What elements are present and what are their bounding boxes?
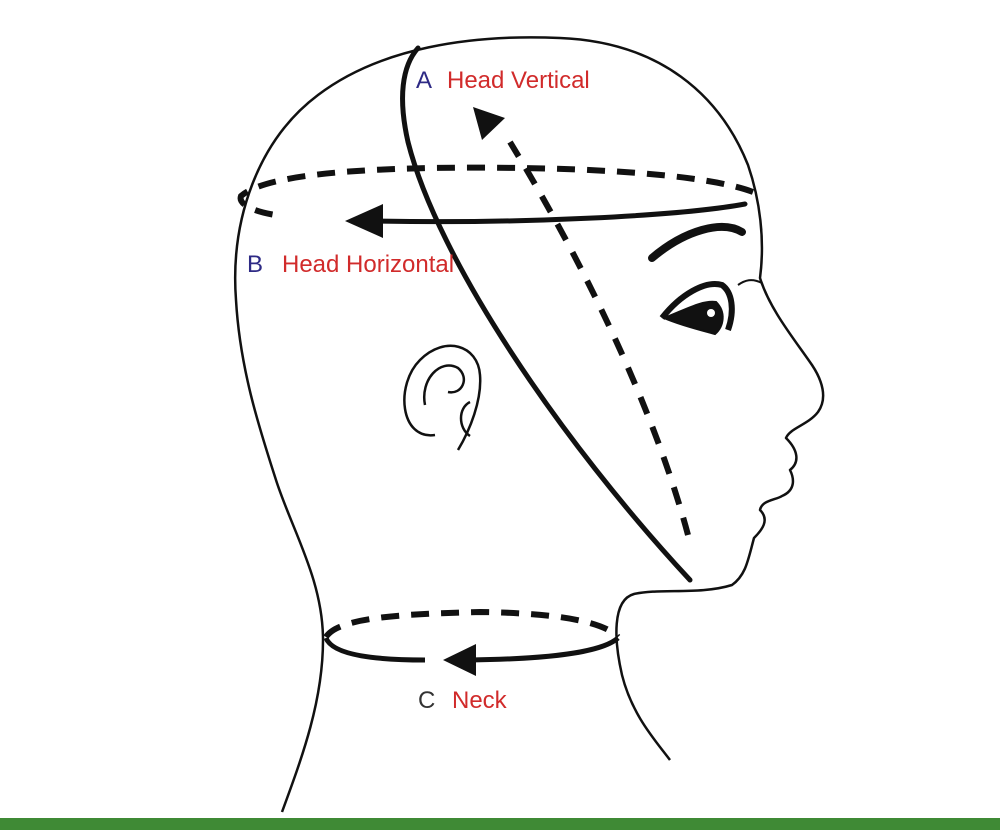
head-vertical-solid-line (400, 45, 693, 583)
ear-outer (403, 344, 482, 451)
ear-inner (422, 364, 466, 406)
footer-bar (0, 818, 1000, 830)
neck-dashed-line (323, 608, 621, 640)
label-b-letter: B (247, 251, 263, 278)
eyebrow (648, 223, 746, 262)
head-vertical-dashed-line (507, 140, 691, 536)
neck-arrowhead (443, 644, 476, 676)
label-c-letter: C (418, 687, 435, 714)
eye (661, 300, 724, 336)
head-horizontal-solid-line (372, 201, 748, 225)
head-outline (234, 36, 825, 813)
label-b-text: Head Horizontal (282, 251, 454, 278)
neck-solid-line (323, 636, 620, 663)
eye-upper-lid (659, 281, 735, 331)
label-c-text: Neck (452, 687, 508, 714)
ear-lobe (459, 400, 471, 438)
eyelash (737, 279, 763, 286)
label-a-letter: A (416, 67, 432, 94)
head-vertical-arrowhead (473, 107, 505, 140)
label-a-text: Head Vertical (447, 67, 590, 94)
head-horizontal-arrowhead (345, 204, 383, 238)
head-horizontal-dashed-line (237, 164, 755, 219)
eye-highlight (707, 309, 715, 317)
